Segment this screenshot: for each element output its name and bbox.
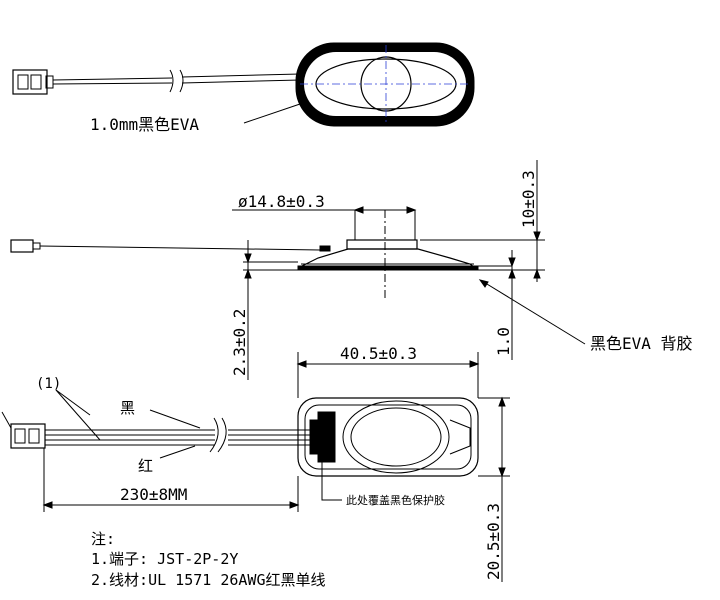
top-wires xyxy=(52,69,301,93)
label-height: 10±0.3 xyxy=(519,170,538,228)
label-red-wire: 红 xyxy=(138,457,153,475)
label-eva-top: 1.0mm黑色EVA xyxy=(90,115,199,134)
label-width: 40.5±0.3 xyxy=(340,344,417,363)
label-length: 230±8MM xyxy=(120,485,187,504)
label-eva-back: 黑色EVA 背胶 xyxy=(590,334,693,353)
label-thickness: 1.0 xyxy=(494,327,513,356)
label-cover-note: 此处覆盖黑色保护胶 xyxy=(346,493,445,507)
notes-heading: 注: xyxy=(91,530,115,548)
side-view xyxy=(10,160,586,380)
side-magnet xyxy=(346,239,418,250)
notes-line-2: 2.线材:UL 1571 26AWG红黑单线 xyxy=(91,571,326,589)
top-view xyxy=(12,42,475,127)
protective-glue xyxy=(317,411,336,463)
label-depth: 20.5±0.3 xyxy=(484,503,503,580)
notes-line-1: 1.端子: JST-2P-2Y xyxy=(91,550,238,568)
bottom-connector xyxy=(10,423,46,449)
label-black-wire: 黑 xyxy=(120,399,135,417)
bottom-wires xyxy=(45,417,318,453)
bottom-view xyxy=(1,352,510,582)
label-diameter: ø14.8±0.3 xyxy=(238,192,325,211)
top-connector xyxy=(12,69,48,95)
label-wire-mark: (1) xyxy=(36,376,61,392)
bottom-speaker-outline xyxy=(297,397,479,477)
bottom-cone-outer xyxy=(342,400,450,474)
label-side-height: 2.3±0.2 xyxy=(230,309,249,376)
bottom-cone-inner xyxy=(350,407,442,467)
